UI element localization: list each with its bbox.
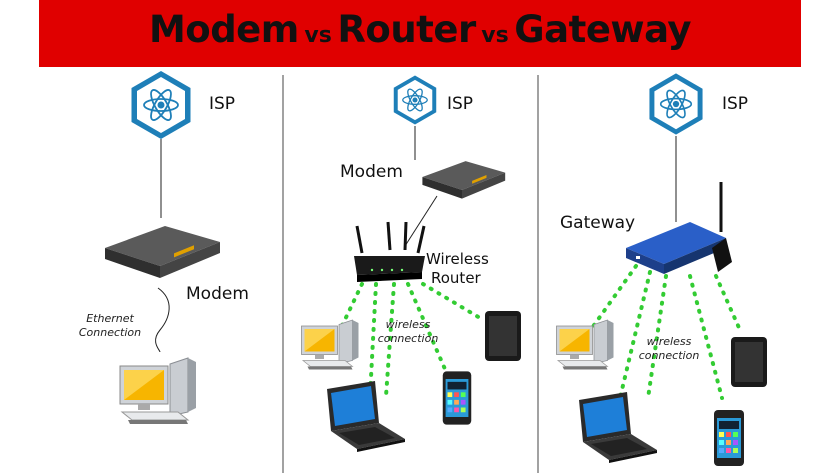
desktop-pc-icon: [301, 319, 359, 370]
modem-label: Modem: [340, 162, 403, 182]
column-router: [301, 74, 521, 452]
ethernet-connection-label: Ethernet Connection: [78, 312, 142, 339]
smartphone-icon: [442, 371, 472, 425]
isp-label: ISP: [447, 94, 474, 114]
atom-icon: [393, 74, 437, 126]
desktop-pc-icon: [119, 357, 197, 425]
isp-label: ISP: [209, 94, 236, 114]
title-vs-2: vs: [481, 23, 509, 48]
laptop-icon: [327, 381, 405, 452]
isp-label: ISP: [722, 94, 749, 114]
wifi-links: [590, 264, 742, 400]
modem-icon: [422, 161, 506, 199]
title-router: Router: [337, 8, 476, 51]
modem-label: Modem: [186, 284, 249, 304]
atom-icon: [130, 70, 192, 140]
router-label-line1: Wireless: [426, 250, 489, 268]
wireless-router-icon: [354, 221, 426, 282]
router-label-line2: Router: [431, 269, 481, 287]
title-banner: Modem vs Router vs Gateway: [39, 0, 801, 67]
column-gateway: [556, 72, 767, 466]
laptop-icon: [579, 392, 657, 463]
wireless-connection-label: wireless connection: [377, 318, 439, 345]
desktop-pc-icon: [556, 319, 614, 370]
gateway-label: Gateway: [560, 213, 636, 233]
title-modem: Modem: [148, 8, 299, 51]
title-vs-1: vs: [304, 23, 332, 48]
wifi-links: [338, 282, 482, 398]
tablet-icon: [485, 311, 521, 361]
modem-icon: [105, 226, 220, 278]
column-modem: [105, 70, 220, 425]
page-title: Modem vs Router vs Gateway: [39, 8, 801, 51]
wireless-connection-label: wireless connection: [638, 335, 700, 362]
atom-icon: [648, 72, 704, 136]
gateway-icon: [626, 182, 732, 274]
tablet-icon: [731, 337, 767, 387]
smartphone-icon: [714, 410, 744, 466]
title-gateway: Gateway: [514, 8, 692, 51]
